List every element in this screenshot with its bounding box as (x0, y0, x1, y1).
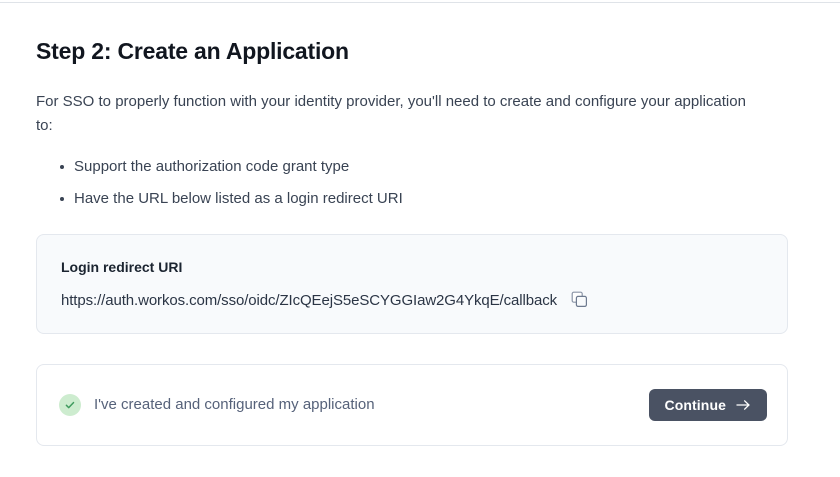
confirmation-label: I've created and configured my applicati… (94, 396, 375, 413)
login-redirect-uri-card: Login redirect URI https://auth.workos.c… (36, 234, 788, 334)
content-area: Step 2: Create an Application For SSO to… (36, 38, 804, 446)
requirements-list: Support the authorization code grant typ… (36, 156, 804, 210)
login-redirect-uri-label: Login redirect URI (61, 259, 183, 275)
continue-button[interactable]: Continue (648, 389, 767, 421)
top-divider (0, 2, 840, 3)
page-title: Step 2: Create an Application (36, 38, 349, 64)
list-item: Support the authorization code grant typ… (60, 156, 804, 178)
check-icon (59, 394, 81, 416)
login-redirect-uri-row: https://auth.workos.com/sso/oidc/ZIcQEej… (61, 291, 765, 311)
intro-paragraph: For SSO to properly function with your i… (36, 93, 746, 134)
copy-uri-button[interactable] (569, 291, 589, 311)
login-redirect-uri-value: https://auth.workos.com/sso/oidc/ZIcQEej… (61, 292, 558, 309)
list-item: Have the URL below listed as a login red… (60, 188, 804, 210)
continue-button-label: Continue (664, 397, 726, 413)
arrow-right-icon (736, 399, 751, 411)
confirmation-card: I've created and configured my applicati… (36, 364, 788, 446)
copy-icon (571, 291, 588, 311)
